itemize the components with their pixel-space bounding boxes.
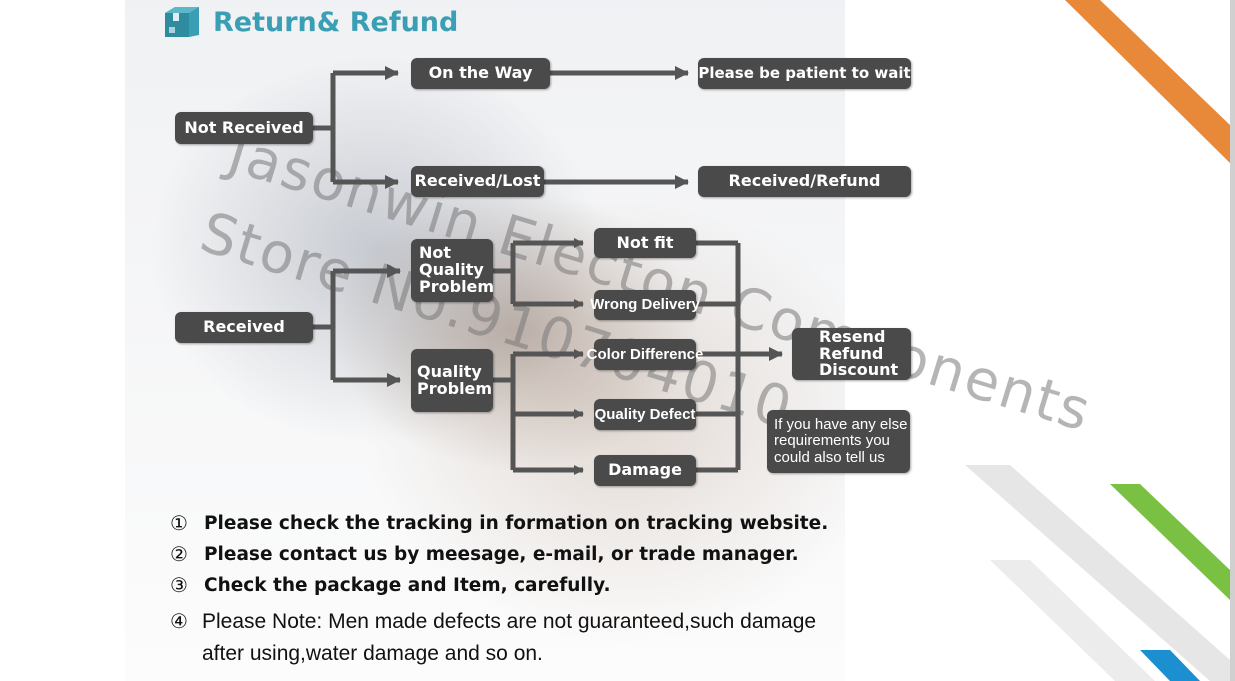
note-number: ③: [170, 573, 188, 597]
orange-stripe: [1065, 0, 1230, 163]
received-refund-box: Received/Refund: [698, 166, 911, 197]
extra-requirements-box: If you have any else requirements you co…: [767, 410, 910, 473]
on-the-way-box: On the Way: [411, 58, 550, 89]
quality-problem-box: Quality Problem: [411, 349, 493, 412]
resolution-box: Resend Refund Discount: [792, 328, 911, 380]
note-number: ①: [170, 511, 188, 535]
quality-line-2: Problem: [417, 378, 493, 398]
note-text: Please contact us by meesage, e-mail, or…: [204, 544, 799, 565]
note-text: Please check the tracking in formation o…: [204, 513, 829, 534]
received-lost-box: Received/Lost: [411, 166, 544, 197]
note-number: ④: [170, 609, 188, 633]
page-header: Return& Refund: [163, 4, 458, 40]
notes-list: ① Please check the tracking in formation…: [170, 508, 850, 670]
extra-line-1: If you have any else: [774, 415, 908, 433]
note-line-2: after using,water damage and so on.: [202, 642, 543, 665]
not-quality-problem-box: Not Quality Problem: [411, 239, 495, 302]
note-text: Please Note: Men made defects are not gu…: [202, 610, 817, 633]
discount-label: Discount: [819, 360, 899, 380]
not-quality-line-2: Quality: [419, 260, 484, 280]
not-received-box: Not Received: [175, 112, 313, 144]
received-box: Received: [175, 312, 313, 343]
note-line-1: ④ Please Note: Men made defects are not g…: [170, 605, 850, 638]
quality-defect-box: Quality Defect: [594, 399, 696, 430]
package-box-icon: [165, 7, 199, 37]
damage-box: Damage: [594, 455, 696, 486]
blue-stripe: [1140, 650, 1200, 681]
note-item: ② Please contact us by meesage, e-mail, …: [170, 539, 850, 570]
extra-line-2: requirements you: [774, 432, 890, 450]
note-item: ① Please check the tracking in formation…: [170, 508, 850, 539]
note-item: ④ Please Note: Men made defects are not g…: [170, 605, 850, 670]
not-fit-box: Not fit: [594, 228, 696, 258]
be-patient-box: Please be patient to wait: [698, 58, 911, 89]
color-difference-box: Color Difference: [587, 339, 703, 370]
note-number: ②: [170, 542, 188, 566]
page-title: Return& Refund: [213, 6, 459, 38]
not-quality-line-1: Not: [419, 243, 452, 263]
quality-line-1: Quality: [417, 361, 482, 381]
resend-label: Resend: [819, 326, 886, 346]
note-item: ③ Check the package and Item, carefully.: [170, 570, 850, 601]
wrong-delivery-box: Wrong Delivery: [590, 290, 700, 320]
right-edge-border: [1230, 0, 1235, 681]
grey-stripe-1: [965, 465, 1230, 681]
refund-label: Refund: [819, 343, 884, 363]
not-quality-line-3: Problem: [419, 276, 495, 296]
extra-line-3: could also tell us: [774, 448, 885, 466]
green-stripe: [1110, 484, 1230, 600]
note-text: Check the package and Item, carefully.: [204, 575, 611, 596]
grey-stripe-2: [990, 560, 1155, 681]
